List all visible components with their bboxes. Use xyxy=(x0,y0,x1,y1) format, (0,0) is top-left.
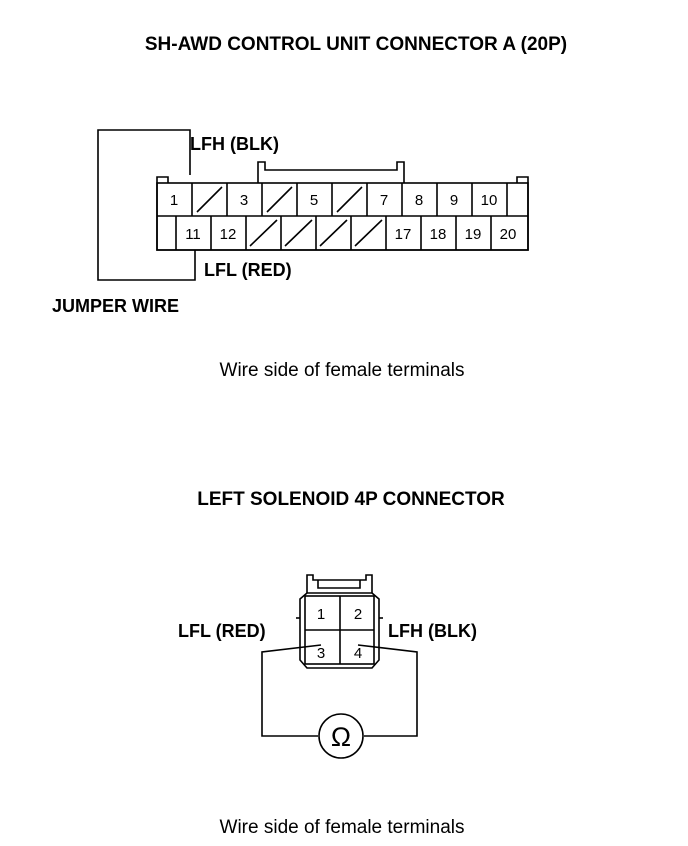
jumper-wire-label: JUMPER WIRE xyxy=(52,296,179,316)
meter-lead-right xyxy=(357,644,418,737)
solenoid-caption: Wire side of female terminals xyxy=(220,817,465,838)
pin-11: 11 xyxy=(185,226,201,243)
wire-label-lfh: LFH (BLK) xyxy=(190,134,279,154)
meter-lead-left xyxy=(261,644,322,737)
solenoid-pin-1: 1 xyxy=(317,606,325,623)
jumper-wire xyxy=(97,129,196,281)
pin-7: 7 xyxy=(380,192,388,209)
connector-a-caption: Wire side of female terminals xyxy=(220,360,465,381)
pin-5: 5 xyxy=(310,192,318,209)
pin-1: 1 xyxy=(170,192,178,209)
solenoid-wire-right-label: LFH (BLK) xyxy=(388,621,477,641)
ohmmeter-icon xyxy=(318,713,364,759)
pin-10: 10 xyxy=(481,192,498,209)
connector-a-title: SH-AWD CONTROL UNIT CONNECTOR A (20P) xyxy=(145,34,567,55)
connector-a-body xyxy=(156,161,529,251)
solenoid-pin-4: 4 xyxy=(354,645,362,662)
pin-18: 18 xyxy=(430,226,447,243)
pin-8: 8 xyxy=(415,192,423,209)
solenoid-wire-left-label: LFL (RED) xyxy=(178,621,266,641)
solenoid-title: LEFT SOLENOID 4P CONNECTOR xyxy=(197,489,505,510)
pin-17: 17 xyxy=(395,226,412,243)
solenoid-pin-2: 2 xyxy=(354,606,362,623)
solenoid-pin-3: 3 xyxy=(317,645,325,662)
ohm-symbol: Ω xyxy=(331,722,351,752)
wire-label-lfl: LFL (RED) xyxy=(204,260,292,280)
pin-20: 20 xyxy=(500,226,517,243)
pin-12: 12 xyxy=(220,226,237,243)
solenoid-connector-body xyxy=(296,574,383,669)
pin-19: 19 xyxy=(465,226,482,243)
pin-3: 3 xyxy=(240,192,248,209)
pin-9: 9 xyxy=(450,192,458,209)
